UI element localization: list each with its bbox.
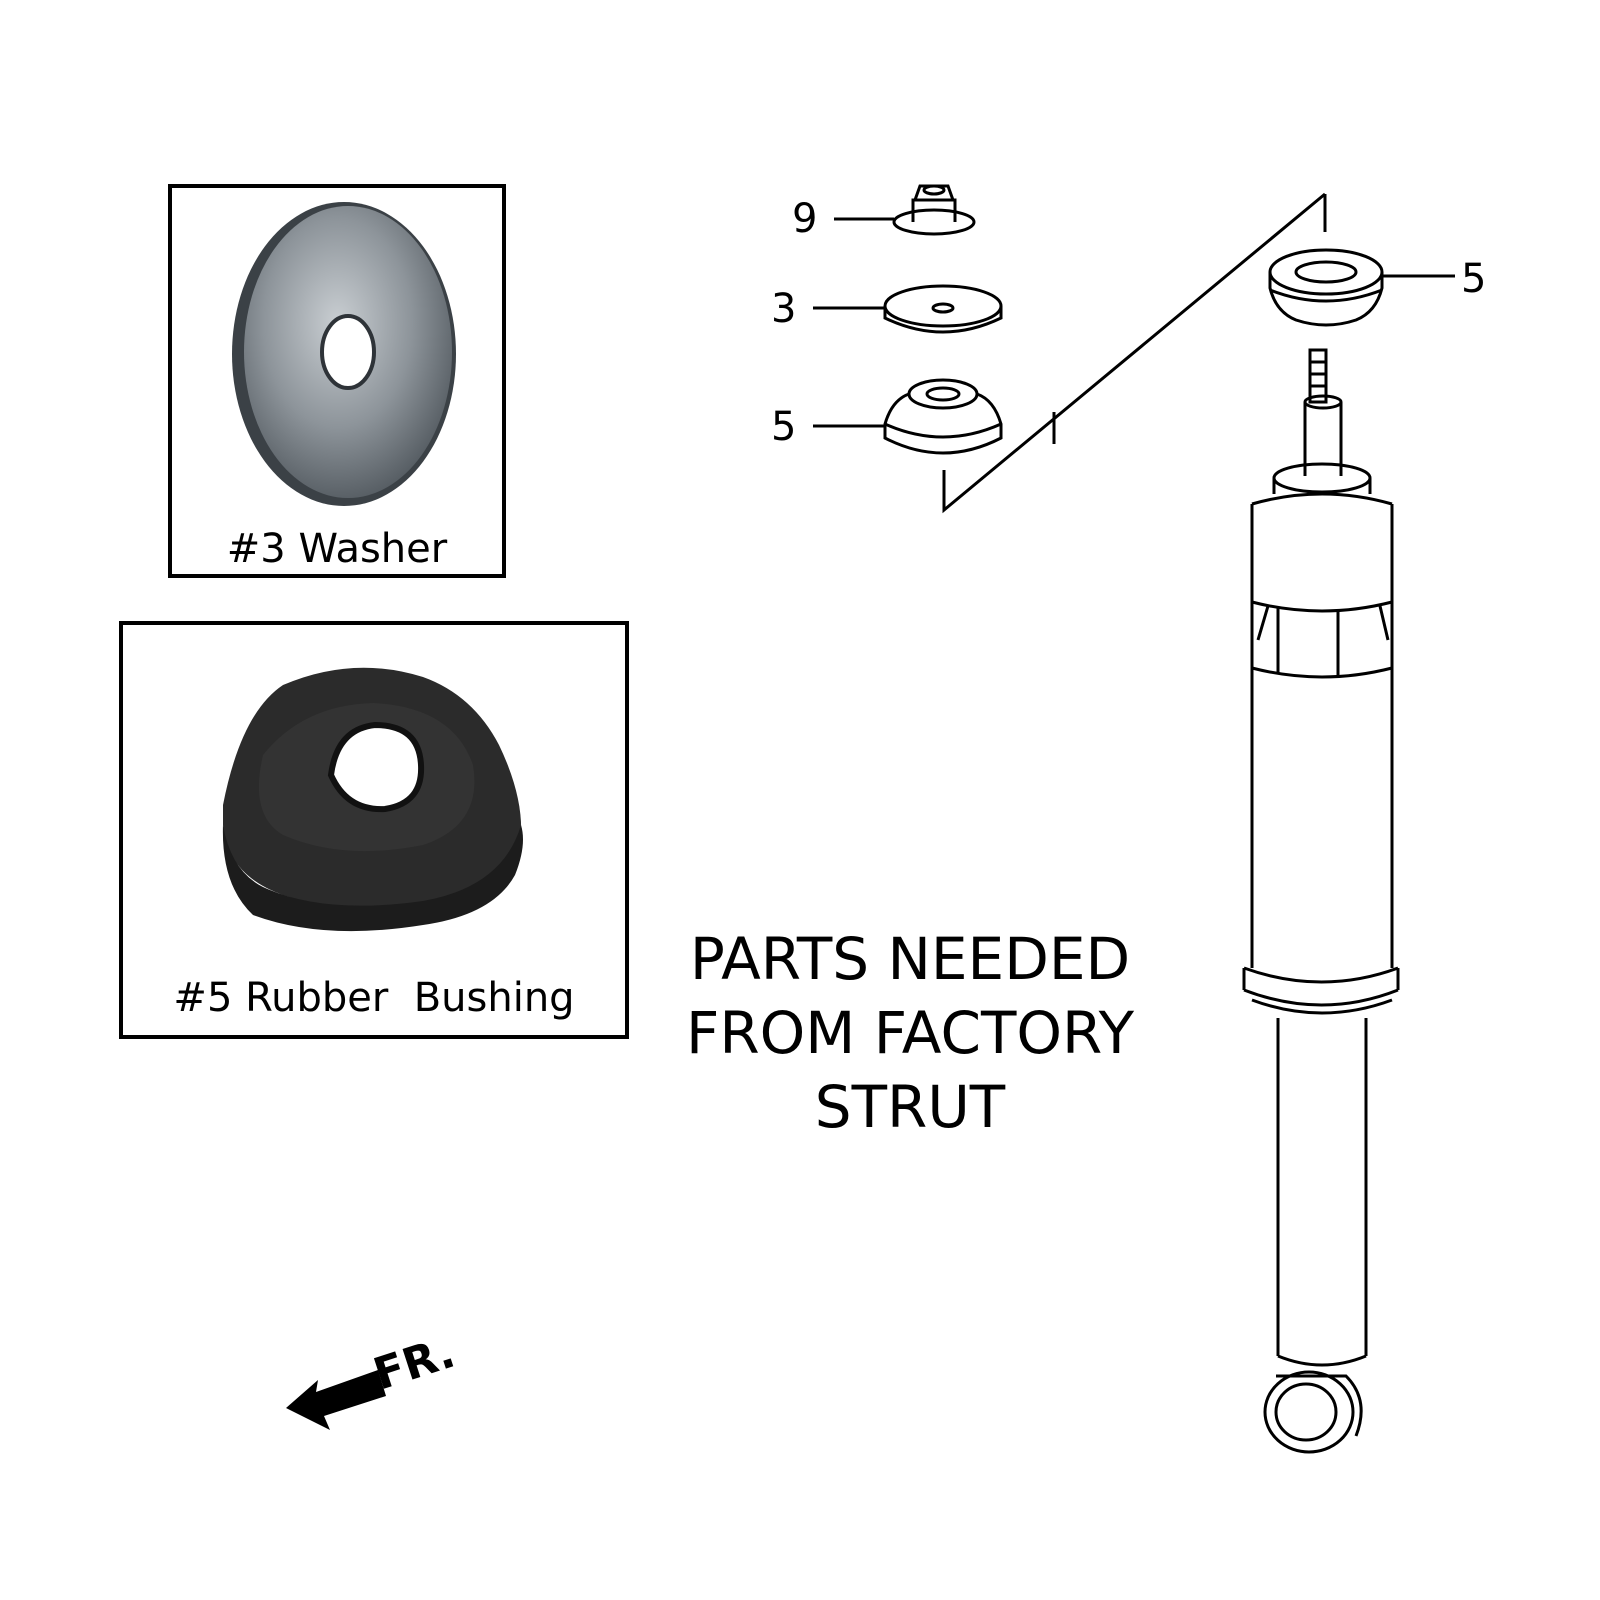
callout-9: 9 <box>792 196 817 242</box>
heading-line-1: PARTS NEEDED <box>689 925 1131 993</box>
bushing-center-hole <box>327 721 425 813</box>
front-direction-arrow-icon <box>286 1370 386 1430</box>
washer-photo <box>232 202 456 506</box>
washer-photo-inset: #3 Washer <box>168 184 506 578</box>
washer-caption: #3 Washer <box>226 526 448 572</box>
washer-center-hole <box>320 314 376 390</box>
part-5-upper-bushing-icon <box>1268 248 1384 327</box>
part-5-lower-bushing-icon <box>883 378 1003 455</box>
fr-label: FR. <box>368 1327 461 1401</box>
parts-needed-heading: PARTS NEEDED FROM FACTORY STRUT <box>640 922 1180 1144</box>
callout-5-lower: 5 <box>771 404 796 450</box>
bushing-caption: #5 Rubber Bushing <box>173 975 575 1021</box>
front-direction-marker: FR. <box>286 1327 461 1430</box>
bushing-base <box>222 825 523 932</box>
heading-line-2: FROM FACTORY <box>685 999 1135 1067</box>
assembly-guide-line <box>942 192 1326 514</box>
part-3-washer-icon <box>883 284 1003 334</box>
bushing-photo <box>222 667 523 932</box>
bushing-photo-inset: #5 Rubber Bushing <box>119 621 629 1039</box>
callout-5-upper: 5 <box>1461 256 1486 302</box>
heading-line-3: STRUT <box>814 1073 1006 1141</box>
strut-shock-absorber-icon <box>1242 348 1400 1454</box>
part-9-nut-icon <box>892 184 976 236</box>
callout-3: 3 <box>771 286 796 332</box>
